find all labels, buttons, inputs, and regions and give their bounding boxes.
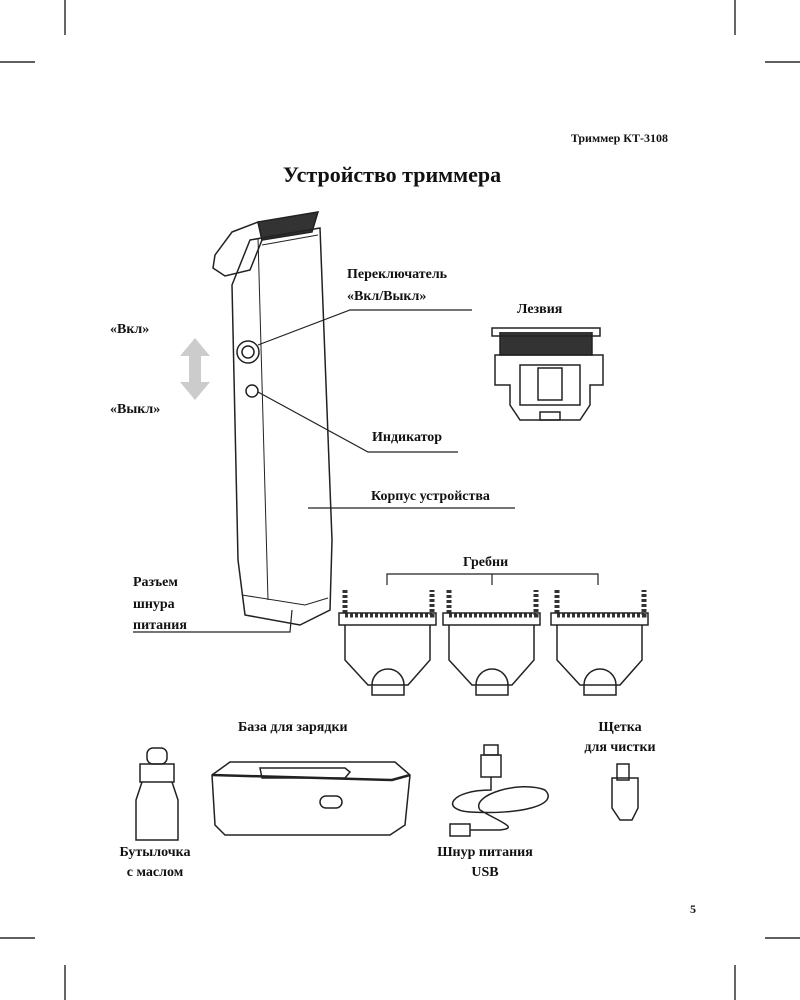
label-cable-2: USB <box>471 865 499 880</box>
label-charging-base: База для зарядки <box>238 720 348 735</box>
brush-illustration <box>611 763 639 821</box>
label-switch: Переключатель <box>347 267 448 282</box>
running-header: Триммер КТ-3108 <box>570 131 668 145</box>
label-switch-sub: «Вкл/Выкл» <box>347 289 427 304</box>
label-oil-2: с маслом <box>126 865 184 880</box>
oil-bottle-illustration <box>135 747 179 841</box>
label-blades: Лезвия <box>517 302 563 317</box>
label-combs: Гребни <box>463 555 509 570</box>
usb-cable-illustration <box>449 744 549 837</box>
label-on: «Вкл» <box>110 322 150 337</box>
label-indicator: Индикатор <box>372 430 443 445</box>
label-brush-1: Щетка <box>598 720 642 735</box>
label-connector-1: Разъем <box>133 575 178 590</box>
label-connector-3: питания <box>133 618 187 633</box>
label-off: «Выкл» <box>110 402 161 417</box>
charging-base-illustration <box>211 761 411 836</box>
label-body: Корпус устройства <box>371 489 490 504</box>
label-cable-1: Шнур питания <box>437 845 533 860</box>
page-title: Устройство триммера <box>282 162 502 187</box>
combs-illustration <box>338 590 648 695</box>
page-number: 5 <box>690 902 696 916</box>
label-brush-2: для чистки <box>584 740 656 755</box>
label-oil-1: Бутылочка <box>119 845 191 860</box>
on-off-arrow-icon <box>180 338 210 400</box>
blades-illustration <box>491 327 604 421</box>
trimmer-illustration <box>212 211 333 626</box>
label-connector-2: шнура <box>133 597 175 612</box>
